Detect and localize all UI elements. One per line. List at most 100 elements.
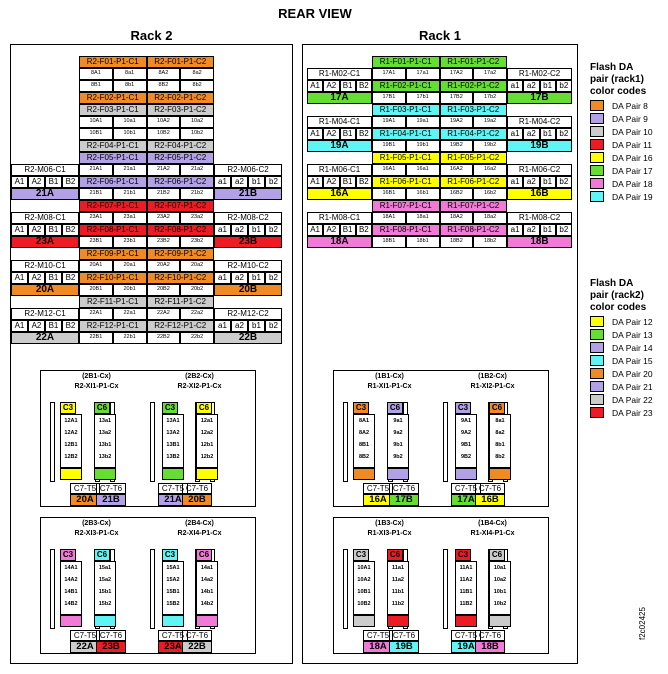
- slot-port: 11a1: [392, 565, 404, 571]
- slot-port: 9A2: [460, 430, 472, 436]
- slot-port: 11b1: [391, 589, 405, 595]
- da-pair-label: 18B: [475, 641, 505, 653]
- legend-label: DA Pair 15: [612, 356, 653, 366]
- slot-body: [387, 414, 409, 468]
- enclosure: [40, 370, 256, 507]
- port-cell: 23b2: [180, 236, 214, 248]
- legend-title: Flash DA: [590, 278, 634, 289]
- port-cell: 22b1: [112, 332, 147, 344]
- da-pair-label: 20A: [70, 494, 100, 506]
- module-label: R2-M08-C1: [11, 212, 79, 224]
- fan-port-label: R2-F11-P1-C1: [79, 296, 147, 308]
- da-pair-label: 17A: [307, 92, 372, 104]
- legend-swatch: [590, 381, 604, 392]
- slot-header: C6: [94, 402, 110, 414]
- bay-divider: [50, 402, 55, 482]
- port-cell: 10B2: [146, 128, 181, 140]
- slot-port: 15a2: [98, 577, 112, 583]
- da-pair-label: 22B: [214, 332, 282, 344]
- da-pair-label: 22B: [182, 641, 212, 653]
- slot-port: 10b1: [493, 589, 507, 595]
- port-cell: 18B2: [439, 236, 474, 248]
- port-cell: 21b2: [180, 188, 214, 200]
- port-header: a2: [523, 128, 540, 140]
- port-header: a2: [523, 176, 540, 188]
- fan-port-label: R2-F10-P1-C2: [146, 272, 214, 284]
- port-cell: 21a2: [180, 164, 214, 176]
- slot-port: 9b2: [393, 454, 403, 460]
- da-pair-label: 20B: [182, 494, 212, 506]
- connector-label: C7-T5: [70, 483, 100, 494]
- connector-label: C7-T5: [451, 630, 481, 641]
- slot-port: 8B1: [358, 442, 370, 448]
- fan-port-label: R2-F06-P1-C2: [146, 176, 214, 188]
- module-label: R1-M06-C1: [307, 164, 372, 176]
- slot-port: 15B1: [166, 589, 180, 595]
- port-cell: 20B2: [146, 284, 181, 296]
- port-cell: 21B1: [79, 188, 113, 200]
- fan-port-label: R1-F04-P1-C2: [439, 128, 507, 140]
- da-pair-label: 16B: [507, 188, 572, 200]
- fan-port-label: R2-F12-P1-C2: [146, 320, 214, 332]
- slot-port: 13A1: [166, 418, 180, 424]
- slot-footer: [455, 468, 477, 480]
- rack1-title: Rack 1: [419, 28, 461, 43]
- da-pair-label: 20A: [11, 284, 79, 296]
- port-header: b1: [248, 272, 265, 284]
- port-header: b1: [539, 80, 556, 92]
- rack2-frame: [10, 44, 293, 664]
- slot-header: C6: [387, 549, 403, 561]
- da-pair-label: 17A: [451, 494, 481, 506]
- slot-header: C6: [94, 549, 110, 561]
- port-cell: 10A1: [79, 116, 113, 128]
- module-label: R2-M10-C2: [214, 260, 282, 272]
- slot-header: C3: [162, 402, 178, 414]
- fan-port-label: R1-F02-P1-C2: [439, 80, 507, 92]
- enclosure-header: (1B1-Cx): [375, 373, 404, 380]
- slot-port: 15b1: [98, 589, 112, 595]
- da-pair-label: 18B: [507, 236, 572, 248]
- slot-footer: [196, 615, 218, 627]
- slot-port: 8A1: [358, 418, 370, 424]
- fan-port-label: R1-F08-P1-C2: [439, 224, 507, 236]
- port-cell: 16A2: [439, 164, 474, 176]
- legend-swatch: [590, 329, 604, 340]
- enclosure: [333, 370, 549, 507]
- port-header: B2: [62, 224, 79, 236]
- module-label: R2-M12-C2: [214, 308, 282, 320]
- enclosure-header: R2-XI1-P1-Cx: [74, 383, 119, 390]
- port-header: b2: [265, 320, 282, 332]
- connector-label: C7-T6: [475, 630, 505, 641]
- connector-label: C7-T5: [451, 483, 481, 494]
- slot-body: [196, 561, 218, 615]
- port-header: A1: [307, 176, 324, 188]
- da-pair-label: 22A: [11, 332, 79, 344]
- legend-swatch: [590, 113, 604, 124]
- enclosure-header: (2B4-Cx): [185, 520, 214, 527]
- port-cell: 20A1: [79, 260, 113, 272]
- connector-label: C7-T6: [389, 630, 419, 641]
- enclosure-header: (1B4-Cx): [478, 520, 507, 527]
- legend-label: DA Pair 13: [612, 330, 653, 340]
- port-header: B1: [339, 128, 356, 140]
- fan-port-label: R2-F02-P1-C2: [146, 92, 214, 104]
- port-header: b2: [555, 176, 572, 188]
- legend-title: color codes: [590, 302, 647, 313]
- connector-label: C7-T6: [182, 483, 212, 494]
- fan-port-label: R2-F05-P1-C1: [79, 152, 147, 164]
- da-pair-label: 16A: [307, 188, 372, 200]
- legend-swatch: [590, 342, 604, 353]
- slot-body: [353, 561, 375, 615]
- enclosure: [40, 517, 256, 654]
- fan-port-label: R2-F01-P1-C1: [79, 56, 147, 68]
- legend-label: DA Pair 9: [612, 114, 648, 124]
- legend-swatch: [590, 152, 604, 163]
- port-cell: 21A2: [146, 164, 181, 176]
- port-header: b1: [539, 224, 556, 236]
- port-header: b1: [248, 224, 265, 236]
- port-cell: 8A2: [146, 68, 181, 80]
- port-cell: 22a2: [180, 308, 214, 320]
- port-cell: 19A2: [439, 116, 474, 128]
- port-header: A2: [323, 176, 340, 188]
- connector-label: C7-T5: [363, 630, 393, 641]
